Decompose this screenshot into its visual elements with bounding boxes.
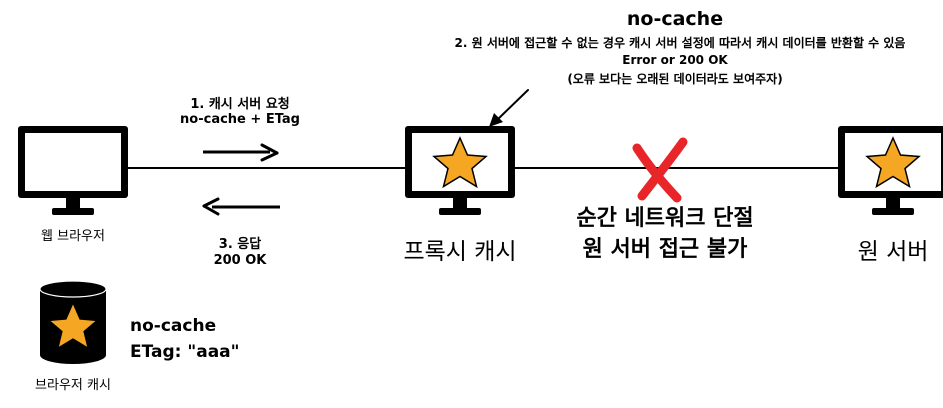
cross-icon (632, 137, 688, 203)
browser-cache-line-1: no-cache (130, 316, 217, 336)
request-label-2: no-cache + ETag (180, 112, 300, 127)
request-arrow (203, 143, 279, 162)
database-icon (39, 280, 107, 364)
note-line-1: 2. 원 서버에 접근할 수 없는 경우 캐시 서버 설정에 따라서 캐시 데이… (454, 36, 906, 50)
monitor-icon (405, 126, 515, 215)
diagram-title: no-cache (626, 8, 724, 30)
star-icon (432, 136, 488, 189)
star-icon (865, 136, 921, 189)
monitor-icon (838, 126, 943, 215)
response-label-1: 3. 응답 (218, 237, 262, 252)
monitor-icon (18, 126, 128, 215)
browser-cache-line-2: ETag: "aaa" (130, 342, 240, 362)
browser-cache-label: 브라우저 캐시 (35, 378, 111, 393)
note-line-3: (오류 보다는 오래된 데이터라도 보여주자) (567, 72, 783, 86)
note-pointer-arrow (489, 89, 529, 127)
star-icon (47, 301, 99, 350)
proxy-label: 프록시 캐시 (403, 239, 517, 265)
network-fail-line-1: 순간 네트워크 단절 (576, 206, 754, 231)
request-label-1: 1. 캐시 서버 요청 (190, 97, 290, 112)
response-label-2: 200 OK (213, 253, 267, 268)
response-arrow (202, 197, 280, 216)
network-fail-line-2: 원 서버 접근 불가 (582, 237, 748, 262)
origin-label: 원 서버 (857, 239, 929, 265)
browser-label: 웹 브라우저 (41, 229, 105, 244)
note-line-2: Error or 200 OK (622, 53, 728, 67)
